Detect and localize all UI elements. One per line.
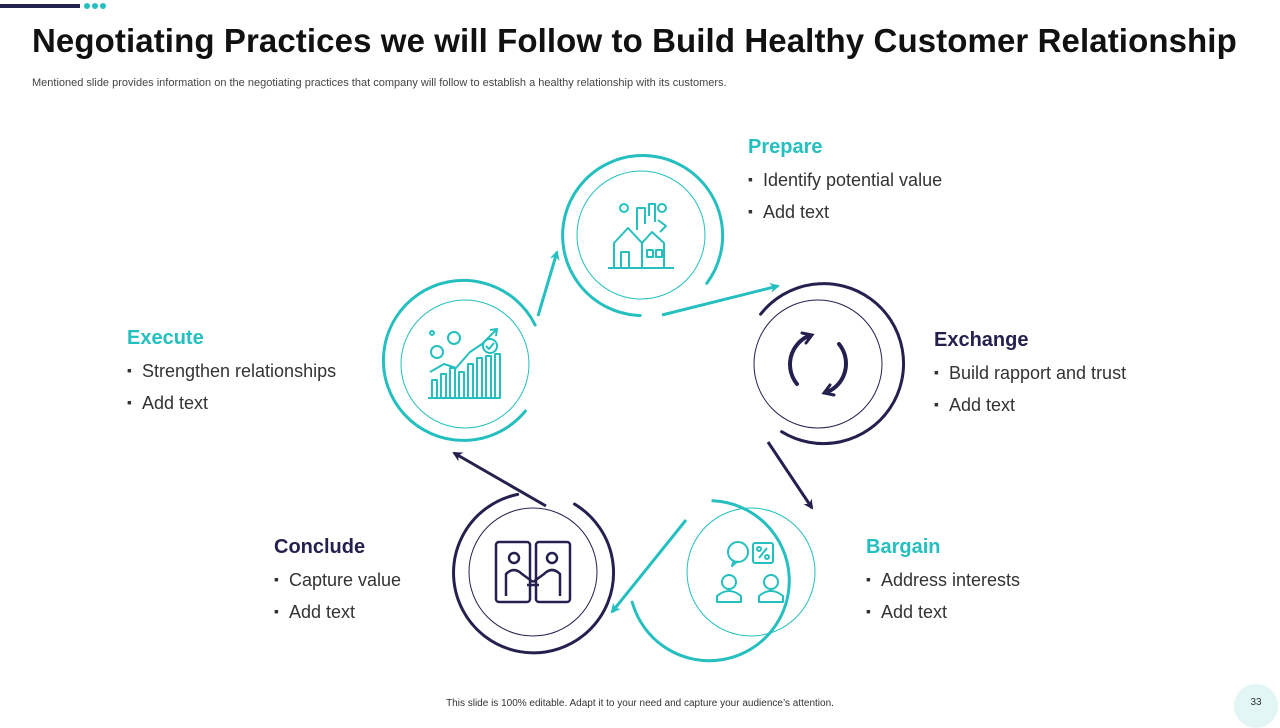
arrow-prepare-to-exchange <box>661 283 780 317</box>
slide-footer: This slide is 100% editable. Adapt it to… <box>446 698 834 709</box>
top-accent-bar <box>0 4 80 8</box>
step-bullet: Address interests <box>866 565 1020 597</box>
execute-outer-ring <box>381 278 537 442</box>
growth-chart-icon <box>428 328 501 399</box>
arrow-conclude-to-execute <box>452 451 547 508</box>
conclude-inner-ring <box>468 507 598 637</box>
step-bullet-list: Identify potential value Add text <box>748 165 942 229</box>
arrow-bargain-to-conclude <box>610 519 688 614</box>
step-bargain: Bargain Address interests Add text <box>866 536 1020 629</box>
execute-inner-ring <box>400 299 530 429</box>
exchange-outer-ring <box>759 282 906 446</box>
step-prepare-node <box>561 154 725 317</box>
top-accent-dot <box>84 3 90 9</box>
step-bullet: Add text <box>866 597 1020 629</box>
step-bullet-list: Build rapport and trust Add text <box>934 358 1126 422</box>
step-prepare: Prepare Identify potential value Add tex… <box>748 136 942 229</box>
step-bullet: Capture value <box>274 565 401 597</box>
step-bullet: Add text <box>274 597 401 629</box>
page-number: 33 <box>1250 697 1262 708</box>
step-bullet: Identify potential value <box>748 165 942 197</box>
handshake-icon <box>494 540 572 604</box>
bargain-inner-ring <box>686 507 816 637</box>
step-heading: Bargain <box>866 536 941 558</box>
conclude-outer-ring <box>452 492 616 655</box>
step-bargain-node <box>630 499 816 663</box>
step-bullet: Strengthen relationships <box>127 356 336 388</box>
arrow-exchange-to-bargain <box>766 441 814 510</box>
top-accent-dot <box>100 3 106 9</box>
step-bullet: Add text <box>934 390 1126 422</box>
step-exchange-node <box>753 282 906 446</box>
step-exchange: Exchange Build rapport and trust Add tex… <box>934 329 1126 422</box>
step-bullet-list: Capture value Add text <box>274 565 401 629</box>
step-heading: Conclude <box>274 536 366 558</box>
exchange-inner-ring <box>753 299 883 429</box>
slide-title: Negotiating Practices we will Follow to … <box>32 22 1237 59</box>
step-heading: Prepare <box>748 136 823 158</box>
step-execute-node <box>381 278 537 442</box>
bargain-outer-ring <box>630 499 791 663</box>
arrow-execute-to-prepare <box>536 250 560 317</box>
step-heading: Exchange <box>934 329 1029 351</box>
step-conclude: Conclude Capture value Add text <box>274 536 401 629</box>
step-bullet-list: Strengthen relationships Add text <box>127 356 336 420</box>
top-accent-dot <box>92 3 98 9</box>
prepare-inner-ring <box>576 170 706 300</box>
prepare-outer-ring <box>561 154 725 317</box>
refresh-cycle-icon <box>788 331 848 397</box>
step-heading: Execute <box>127 327 204 349</box>
step-bullet: Add text <box>748 197 942 229</box>
step-bullet-list: Address interests Add text <box>866 565 1020 629</box>
negotiation-people-icon <box>716 541 784 603</box>
step-bullet: Build rapport and trust <box>934 358 1126 390</box>
step-bullet: Add text <box>127 388 336 420</box>
step-conclude-node <box>452 492 616 655</box>
factory-icon <box>608 203 674 269</box>
step-execute: Execute Strengthen relationships Add tex… <box>127 327 336 420</box>
slide-subtitle: Mentioned slide provides information on … <box>32 77 727 89</box>
